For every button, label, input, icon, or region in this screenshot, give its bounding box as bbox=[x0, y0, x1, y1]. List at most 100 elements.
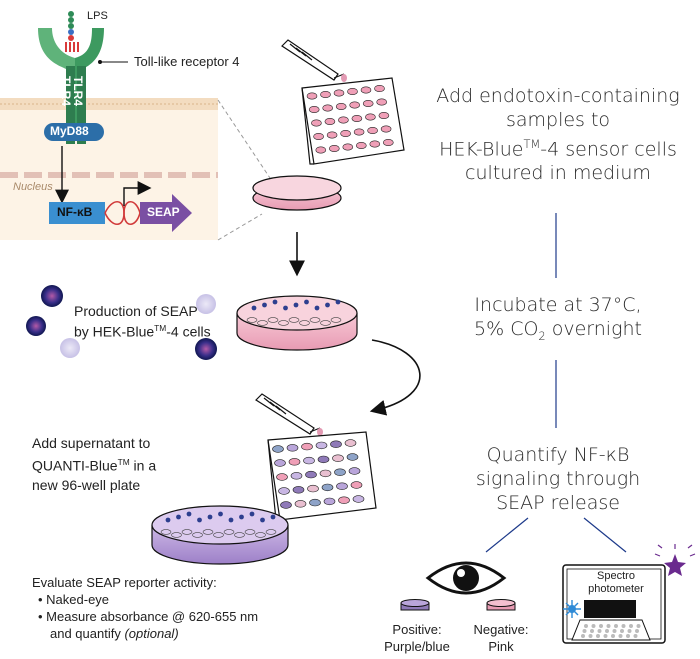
plate-well bbox=[290, 472, 303, 480]
plate-well bbox=[365, 113, 376, 121]
myd88-label: MyD88 bbox=[50, 124, 89, 138]
spectro-well bbox=[597, 629, 602, 633]
plate-well bbox=[378, 112, 390, 120]
evaluate-block: Evaluate SEAP reporter activity: • Naked… bbox=[32, 575, 259, 641]
cell bbox=[181, 529, 193, 535]
plate-well bbox=[347, 88, 358, 96]
bullet-naked-eye: Naked-eye bbox=[46, 592, 110, 607]
plate-well bbox=[328, 145, 340, 153]
plate-well bbox=[380, 125, 392, 133]
cell bbox=[330, 317, 342, 323]
cell bbox=[246, 317, 258, 323]
top-well-plate bbox=[301, 77, 405, 165]
plate-well bbox=[334, 468, 346, 476]
bottom-well-plate bbox=[267, 431, 377, 521]
spectro-well bbox=[612, 629, 617, 633]
plate-well bbox=[308, 106, 320, 114]
cell bbox=[309, 317, 321, 323]
plate-well bbox=[315, 146, 327, 154]
plate-well bbox=[351, 115, 363, 123]
plate-well bbox=[292, 486, 305, 494]
spectro-well bbox=[618, 634, 623, 638]
nfkb-box bbox=[49, 202, 105, 224]
bullet-absorbance: Measure absorbance @ 620-655 nm bbox=[46, 609, 259, 624]
spectro-well bbox=[599, 624, 603, 628]
plate-well bbox=[338, 496, 350, 504]
spectro-well bbox=[636, 624, 641, 628]
spectro-well bbox=[581, 634, 585, 638]
plate-well bbox=[350, 481, 363, 489]
plate-well bbox=[322, 104, 334, 112]
evaluate-title: Evaluate SEAP reporter activity: bbox=[32, 575, 217, 590]
spectro-well bbox=[606, 624, 611, 628]
plate-well bbox=[376, 98, 388, 106]
plate-well bbox=[278, 487, 290, 495]
plate-well bbox=[352, 495, 365, 503]
seap-dot bbox=[272, 299, 278, 305]
plate-well bbox=[342, 143, 354, 151]
spectrophotometer-icon bbox=[562, 564, 666, 644]
cell bbox=[278, 320, 289, 326]
seap-gene-arrow bbox=[140, 194, 192, 232]
sparkle-icon-blue bbox=[563, 600, 581, 618]
supernatant-label: Add supernatant to QUANTI-BlueTM in a ne… bbox=[32, 435, 157, 493]
spectro-well bbox=[635, 629, 639, 633]
step-1-text: Add endotoxin-containing samples to HEK-… bbox=[436, 85, 680, 185]
spectro-well bbox=[603, 634, 608, 638]
eye-icon bbox=[425, 561, 507, 595]
seap-label: SEAP bbox=[147, 205, 180, 219]
plate-well bbox=[307, 484, 319, 493]
cell bbox=[171, 532, 182, 538]
cell bbox=[288, 317, 300, 323]
plate-well bbox=[326, 131, 338, 139]
step-connector-3b bbox=[583, 517, 627, 553]
cell bbox=[202, 529, 214, 535]
spectro-well bbox=[590, 629, 594, 633]
seap-dot bbox=[197, 517, 202, 523]
lps-label: LPS bbox=[87, 10, 108, 22]
plate-well bbox=[317, 455, 330, 464]
myd88-badge bbox=[44, 123, 104, 141]
spectro-well bbox=[584, 624, 588, 628]
negative-dish bbox=[486, 599, 516, 611]
tlr4-receptor bbox=[38, 28, 104, 144]
bottom-pipette bbox=[255, 393, 323, 436]
tlr4-right: TLR4 bbox=[71, 76, 85, 106]
plate-well bbox=[320, 91, 331, 99]
seap-dot bbox=[260, 517, 265, 523]
spectro-well bbox=[620, 629, 624, 633]
cell bbox=[299, 320, 310, 326]
seap-dot bbox=[325, 302, 330, 308]
spectro-well bbox=[621, 624, 626, 628]
plate-well bbox=[323, 497, 336, 506]
cell bbox=[244, 529, 256, 535]
plate-well bbox=[280, 501, 292, 509]
plate-well bbox=[333, 89, 345, 97]
plate-well bbox=[360, 86, 372, 94]
step-3-text: Quantify NF-κB signaling through SEAP re… bbox=[475, 444, 641, 514]
spectro-well bbox=[591, 624, 596, 628]
spectro-well bbox=[626, 634, 630, 638]
plate-well bbox=[274, 459, 286, 467]
plate-well bbox=[369, 140, 381, 148]
plate-well bbox=[330, 440, 342, 448]
seap-dot bbox=[251, 305, 257, 311]
seap-dot bbox=[176, 514, 181, 520]
plate-well bbox=[336, 482, 348, 490]
plate-well bbox=[362, 100, 374, 108]
plate-well bbox=[324, 118, 336, 126]
plate-well bbox=[348, 467, 361, 475]
step-2-text: Incubate at 37°C, 5% CO2 overnight bbox=[474, 294, 642, 343]
positive-dish bbox=[400, 599, 430, 611]
seap-dot bbox=[262, 302, 267, 308]
seap-dots bbox=[26, 285, 217, 360]
seap-dot bbox=[239, 514, 244, 520]
production-label: Production of SEAP by HEK-BlueTM-4 cells bbox=[74, 303, 211, 340]
spectro-well bbox=[633, 634, 638, 638]
plate-well bbox=[346, 453, 359, 461]
seap-dot bbox=[218, 511, 223, 517]
spectro-well bbox=[596, 634, 600, 638]
cell bbox=[320, 320, 331, 326]
receptor-label: Toll-like receptor 4 bbox=[134, 54, 240, 69]
